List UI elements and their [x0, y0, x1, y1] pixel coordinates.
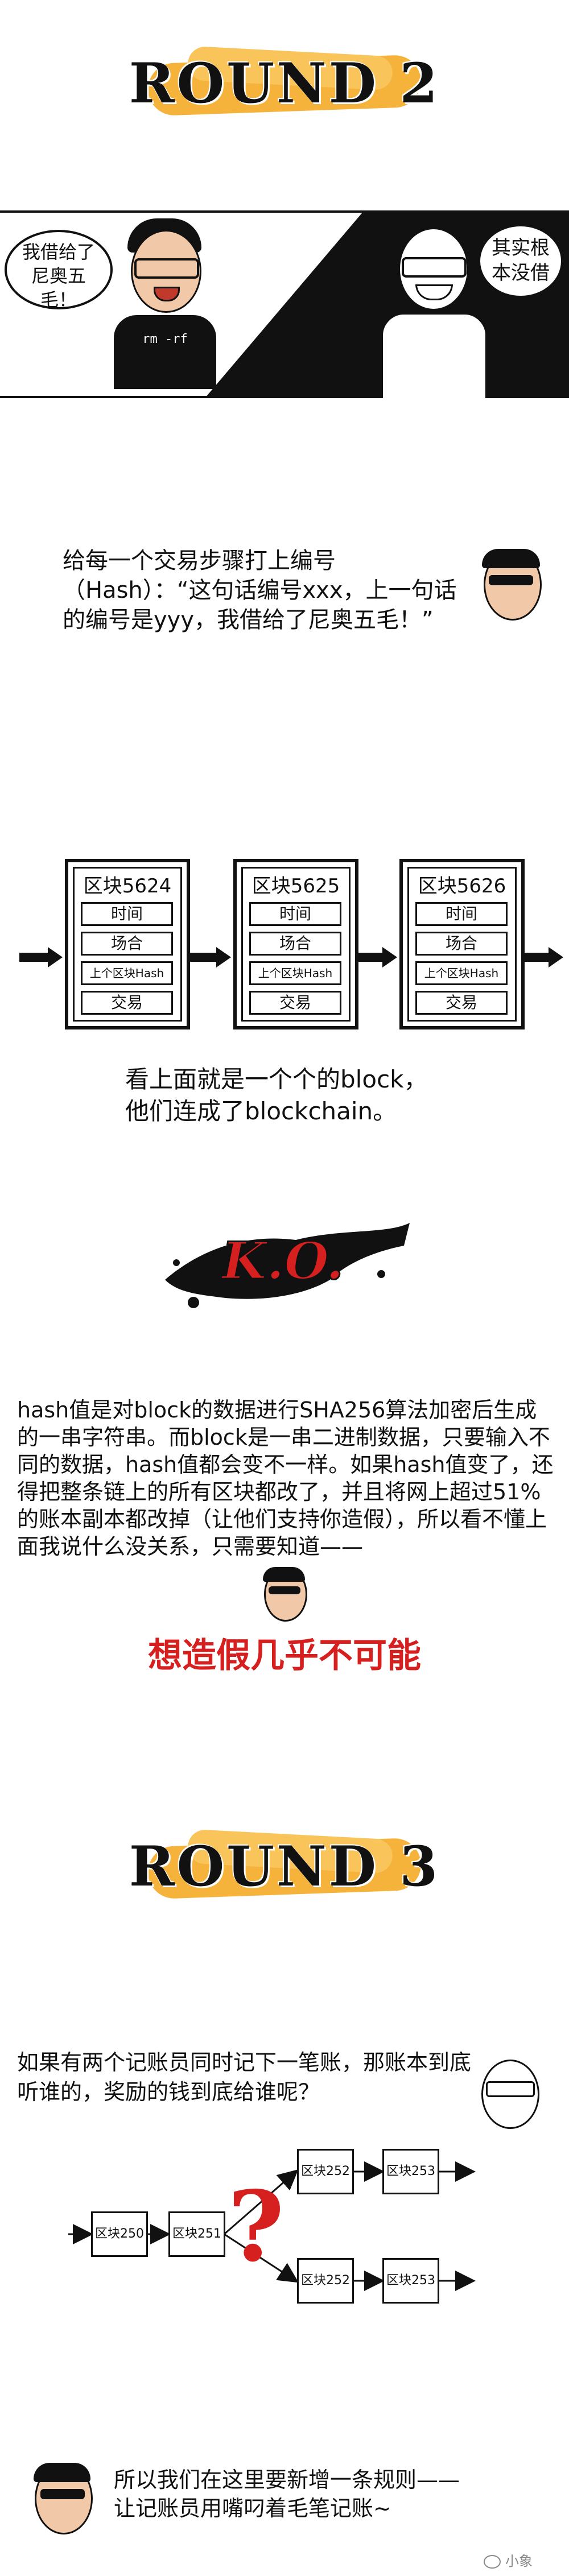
question-mark-icon: ? — [228, 2170, 284, 2284]
shirt-text: rm -rf — [142, 332, 188, 346]
left-character-glasses — [134, 258, 199, 279]
sunglasses-icon — [269, 1586, 300, 1594]
right-bubble-text: 其实根本没借 — [492, 237, 550, 284]
block-field-time: 时间 — [249, 902, 341, 926]
wechat-icon — [484, 2555, 501, 2569]
neo-avatar-3 — [31, 2463, 94, 2537]
block-field-place: 场合 — [415, 932, 508, 956]
block-field-transaction: 交易 — [249, 991, 341, 1015]
caption-line-2: 他们连成了blockchain。 — [125, 1097, 397, 1125]
fork-block-251: 区块251 — [168, 2211, 225, 2257]
caption-line-1: 看上面就是一个个的block， — [125, 1065, 428, 1093]
neo-avatar-1 — [481, 549, 543, 623]
neo-hair — [482, 549, 540, 568]
watermark: 小象 — [484, 2551, 563, 2571]
fork-block-252-top: 区块252 — [297, 2149, 354, 2194]
left-speech-bubble: 我借给了尼奥五毛！ — [5, 230, 113, 311]
paragraph-sha256: hash值是对block的数据进行SHA256算法加密后生成的一串字符串。而bl… — [17, 1396, 558, 1560]
neo-hair — [263, 1567, 305, 1582]
block-field-prev-hash: 上个区块Hash — [249, 961, 341, 985]
avatar-face — [481, 2060, 539, 2129]
block-field-time: 时间 — [415, 902, 508, 926]
block-field-transaction: 交易 — [415, 991, 508, 1015]
blockchain-caption: 看上面就是一个个的block， 他们连成了blockchain。 — [125, 1064, 489, 1127]
neo-avatar-2 — [262, 1567, 307, 1624]
round-3-title: ROUND 3 — [129, 1834, 440, 1899]
fork-diagram: 区块250 区块251 区块252 区块253 区块252 区块253 ? — [0, 2139, 569, 2309]
paragraph-hash-text: 给每一个交易步骤打上编号（Hash）：“这句话编号xxx，上一句话的编号是yyy… — [63, 548, 457, 633]
ko-graphic: K.O. — [159, 1211, 415, 1314]
sunglasses-icon — [40, 2489, 85, 2499]
comic-panel: rm -rf 我借给了尼奥五毛！ 其实根本没借 — [0, 210, 569, 398]
fork-block-253-top: 区块253 — [382, 2149, 439, 2194]
left-character-shirt: rm -rf — [114, 315, 216, 389]
glasses-icon — [486, 2081, 535, 2097]
right-character-glasses — [402, 257, 467, 278]
block-field-place: 场合 — [249, 932, 341, 956]
round-3-banner: ROUND 3 — [0, 1823, 569, 1903]
fork-arrows — [68, 2161, 476, 2291]
new-rule-line-1: 所以我们在这里要新增一条规则—— — [114, 2467, 460, 2492]
right-speech-bubble: 其实根本没借 — [478, 224, 563, 298]
paragraph-new-rule: 所以我们在这里要新增一条规则—— 让记账员用嘴叼着毛笔记账~ — [114, 2466, 546, 2523]
block-field-place: 场合 — [81, 932, 173, 956]
watermark-text: 小象 — [505, 2553, 533, 2569]
right-character — [376, 222, 489, 398]
fork-block-250: 区块250 — [91, 2211, 148, 2257]
paragraph-two-bookkeepers: 如果有两个记账员同时记下一笔账，那账本到底听谁的，奖励的钱到底给谁呢？ — [17, 2048, 478, 2107]
neo-hair — [34, 2463, 90, 2482]
block-field-prev-hash: 上个区块Hash — [81, 961, 173, 985]
paragraph-hash-explain: 给每一个交易步骤打上编号（Hash）：“这句话编号xxx，上一句话的编号是yyy… — [63, 546, 472, 635]
block-5626: 区块5626 时间 场合 上个区块Hash 交易 — [399, 859, 525, 1029]
left-bubble-text: 我借给了尼奥五毛！ — [22, 241, 95, 311]
chain-arrows — [19, 947, 563, 967]
block-field-time: 时间 — [81, 902, 173, 926]
round-2-title: ROUND 2 — [129, 51, 440, 115]
ko-text: K.O. — [221, 1230, 344, 1292]
right-character-shirt — [381, 313, 487, 398]
sunglasses-icon — [489, 575, 533, 585]
block-5624: 区块5624 时间 场合 上个区块Hash 交易 — [65, 859, 190, 1029]
block-title: 区块5626 — [418, 875, 506, 898]
block-title: 区块5624 — [83, 875, 172, 898]
glasses-avatar — [478, 2056, 541, 2130]
blockchain-diagram: 区块5624 时间 场合 上个区块Hash 交易 区块5625 时间 场合 上个… — [0, 853, 569, 1047]
block-field-prev-hash: 上个区块Hash — [415, 961, 508, 985]
fork-block-253-bottom: 区块253 — [382, 2258, 439, 2304]
fork-block-252-bottom: 区块252 — [297, 2258, 354, 2304]
block-5625: 区块5625 时间 场合 上个区块Hash 交易 — [233, 859, 358, 1029]
round-2-banner: ROUND 2 — [0, 40, 569, 119]
block-title: 区块5625 — [251, 875, 340, 898]
emphasis-text: 想造假几乎不可能 — [148, 1636, 421, 1676]
paragraph-sha256-text: hash值是对block的数据进行SHA256算法加密后生成的一串字符串。而bl… — [17, 1397, 554, 1559]
new-rule-line-2: 让记账员用嘴叼着毛笔记账~ — [114, 2496, 391, 2521]
paragraph-two-bookkeepers-text: 如果有两个记账员同时记下一笔账，那账本到底听谁的，奖励的钱到底给谁呢？ — [17, 2050, 472, 2104]
left-character-mouth — [154, 287, 180, 301]
left-character: rm -rf — [108, 218, 222, 398]
block-field-transaction: 交易 — [81, 991, 173, 1015]
ko-splatter — [165, 1223, 410, 1308]
